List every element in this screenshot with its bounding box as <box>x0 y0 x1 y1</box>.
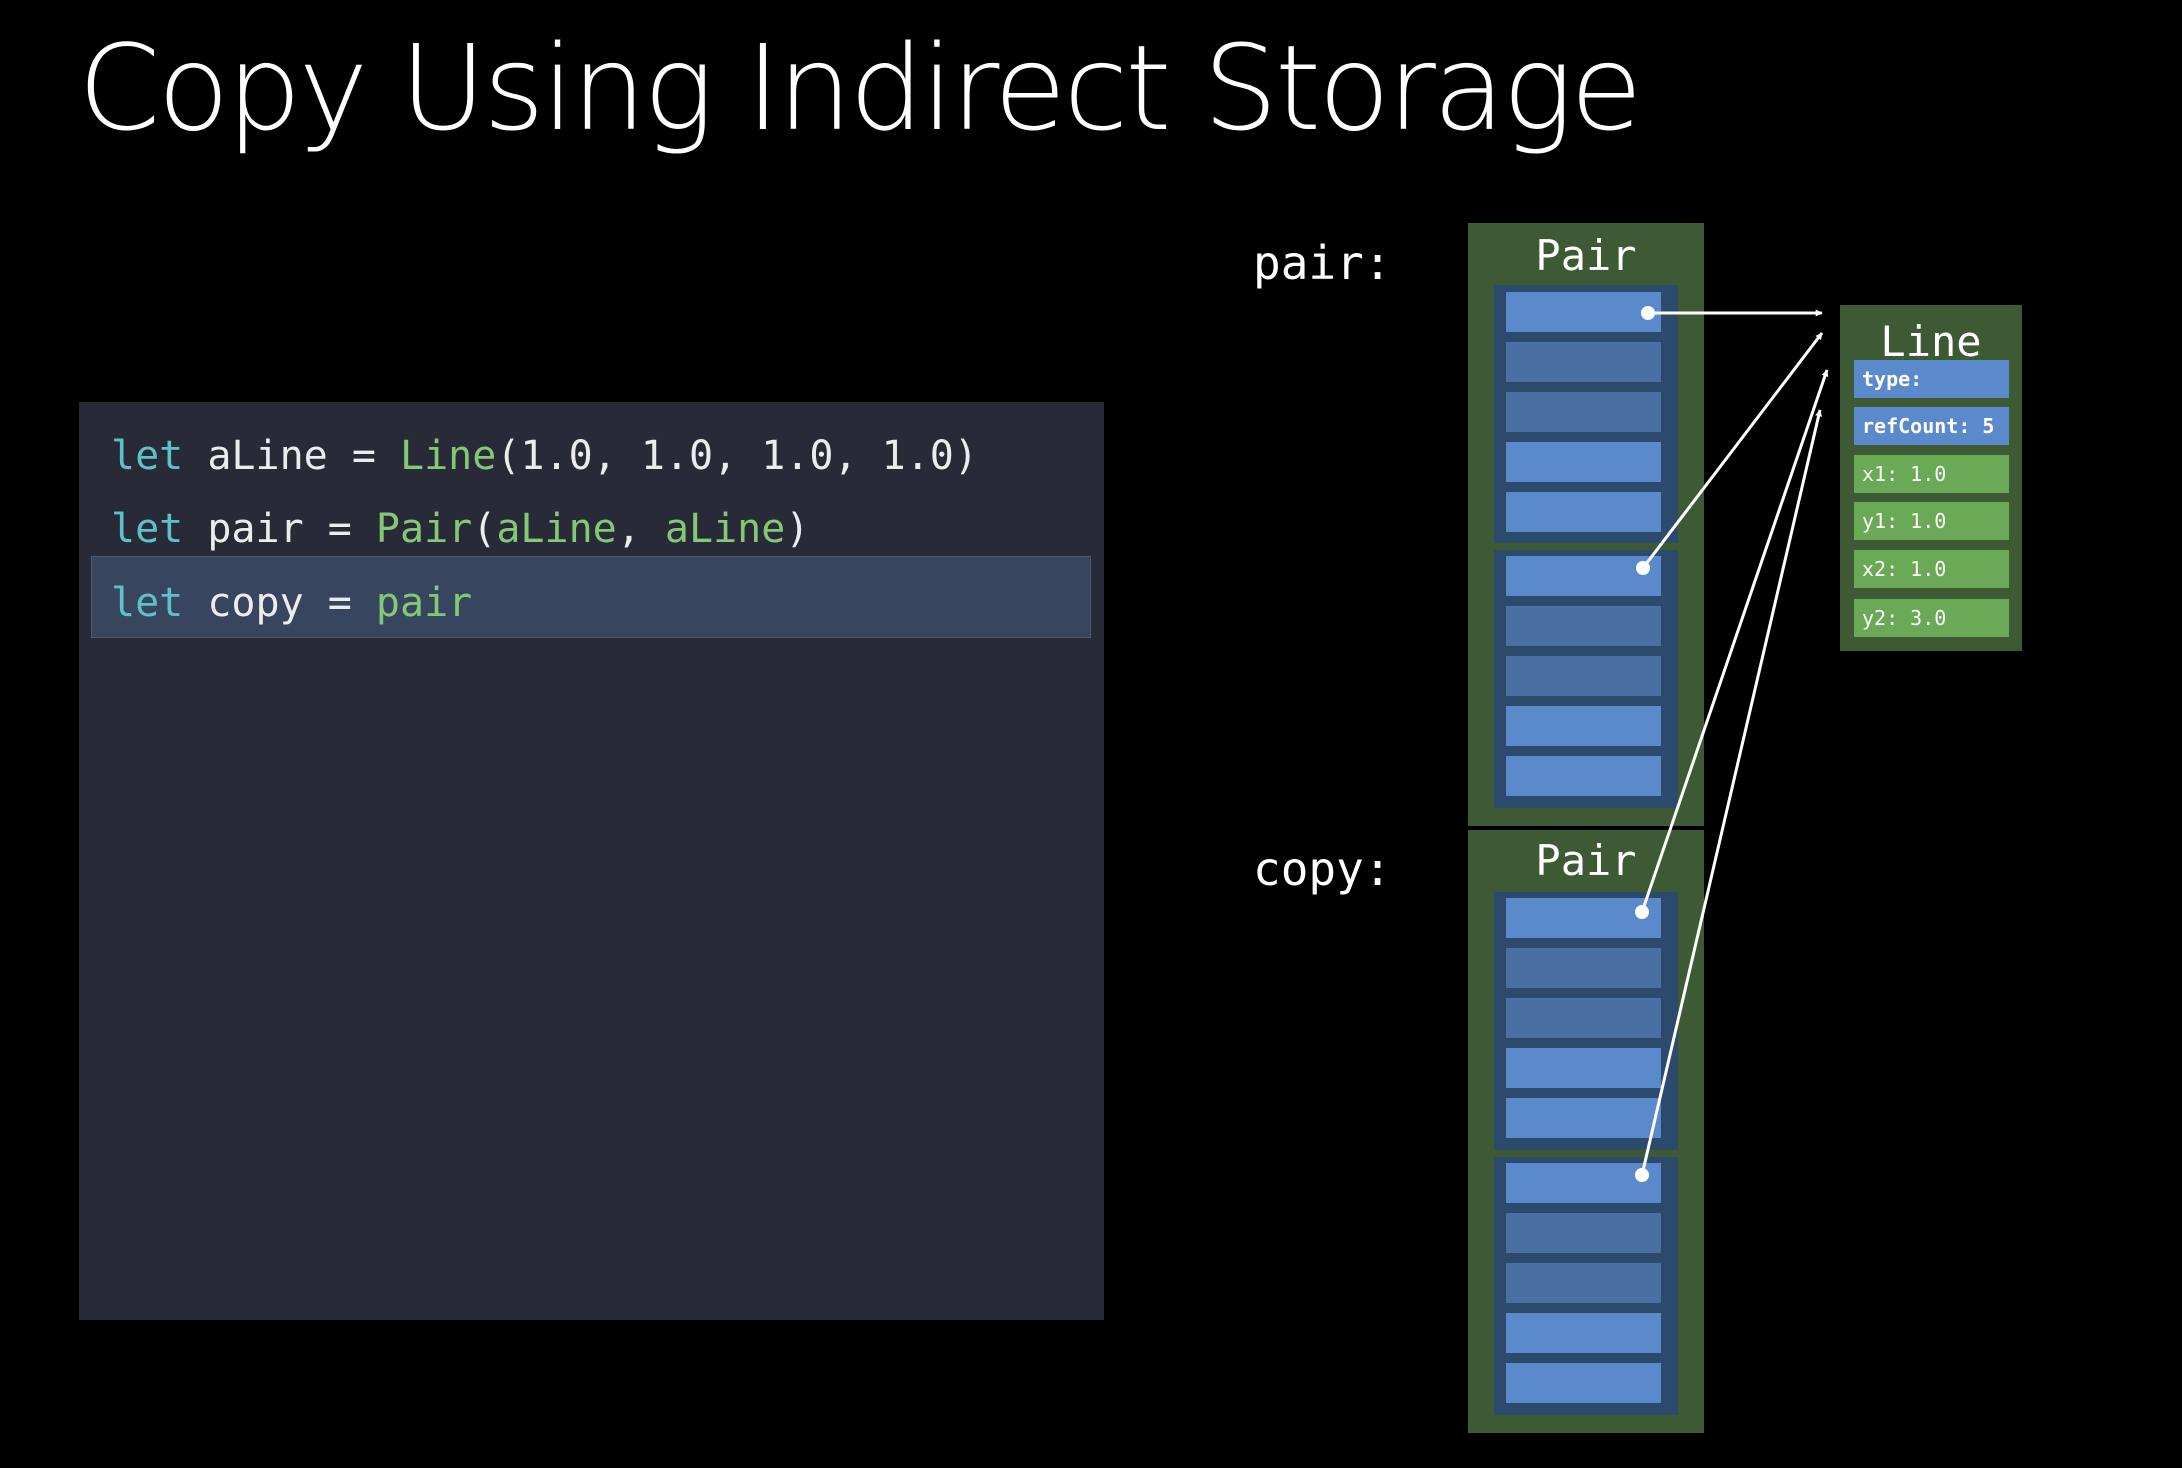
identifier-token: aLine <box>664 506 786 552</box>
identifier-token: Line <box>400 433 497 479</box>
copy-variable-label: copy: <box>1253 842 1392 896</box>
storage-cell <box>1506 392 1661 432</box>
storage-cell <box>1506 1363 1661 1403</box>
keyword-token: let <box>111 580 184 626</box>
identifier-token: Pair <box>375 506 473 552</box>
copy-struct-title: Pair <box>1535 836 1637 885</box>
slide-title: Copy Using Indirect Storage <box>78 19 1643 157</box>
line-field-value: x2: 1.0 <box>1854 550 2009 588</box>
line-heap-object: Line type: refCount: 5 x1: 1.0 y1: 1.0 x2: 1… <box>1840 305 2022 651</box>
pair-line-storage-2 <box>1494 550 1678 808</box>
storage-cell <box>1506 706 1661 746</box>
pointer-dot <box>1636 561 1650 575</box>
storage-cell <box>1506 1163 1661 1203</box>
storage-cell <box>1506 292 1661 332</box>
storage-cell <box>1506 756 1661 796</box>
copy-line-storage-2 <box>1494 1157 1678 1415</box>
storage-cell <box>1506 898 1661 938</box>
pair-line-storage-1 <box>1494 285 1678 543</box>
code-line-3: let copy = pair <box>111 583 472 623</box>
storage-cell <box>1506 1098 1661 1138</box>
storage-cell <box>1506 556 1661 596</box>
line-field-value: y2: 3.0 <box>1854 599 2009 637</box>
identifier-token: aLine <box>496 506 617 552</box>
code-token: (1.0, 1.0, 1.0, 1.0) <box>496 433 978 479</box>
pair-first-reference-arrow <box>1641 306 1823 320</box>
storage-cell <box>1506 1213 1661 1253</box>
code-token: copy = <box>183 580 376 626</box>
line-field-header: type: <box>1854 360 2009 398</box>
code-token: , <box>616 506 665 552</box>
code-panel: let aLine = Line(1.0, 1.0, 1.0, 1.0) let… <box>79 402 1104 1320</box>
pair-second-reference-arrow <box>1636 332 1824 575</box>
pair-struct-box: Pair <box>1468 223 1704 826</box>
identifier-token: pair <box>375 580 473 626</box>
line-object-title: Line <box>1880 317 1982 366</box>
code-token: pair = <box>183 506 376 552</box>
storage-cell <box>1506 1263 1661 1303</box>
line-field-value: y1: 1.0 <box>1854 502 2009 540</box>
pointer-dot <box>1635 905 1649 919</box>
pair-variable-label: pair: <box>1253 236 1392 290</box>
copy-line-storage-1 <box>1494 892 1678 1150</box>
highlighted-line-background <box>91 556 1091 638</box>
code-token: ) <box>785 506 810 552</box>
storage-cell <box>1506 1313 1661 1353</box>
pointer-dot <box>1641 306 1655 320</box>
code-token: aLine = <box>183 433 400 479</box>
storage-cell <box>1506 1048 1661 1088</box>
pair-struct-title: Pair <box>1535 231 1637 280</box>
line-field-header: refCount: 5 <box>1854 407 2009 445</box>
code-token: ( <box>472 506 497 552</box>
line-field-value: x1: 1.0 <box>1854 455 2009 493</box>
copy-first-reference-arrow <box>1635 369 1829 919</box>
storage-cell <box>1506 656 1661 696</box>
keyword-token: let <box>111 433 184 479</box>
storage-cell <box>1506 606 1661 646</box>
pointer-dot <box>1635 1168 1649 1182</box>
copy-struct-box: Pair <box>1468 830 1704 1433</box>
copy-second-reference-arrow <box>1635 409 1822 1182</box>
storage-cell <box>1506 342 1661 382</box>
storage-cell <box>1506 492 1661 532</box>
storage-cell <box>1506 442 1661 482</box>
keyword-token: let <box>111 506 184 552</box>
code-line-1: let aLine = Line(1.0, 1.0, 1.0, 1.0) <box>111 436 978 476</box>
storage-cell <box>1506 998 1661 1038</box>
code-line-2: let pair = Pair(aLine, aLine) <box>111 509 809 549</box>
storage-cell <box>1506 948 1661 988</box>
